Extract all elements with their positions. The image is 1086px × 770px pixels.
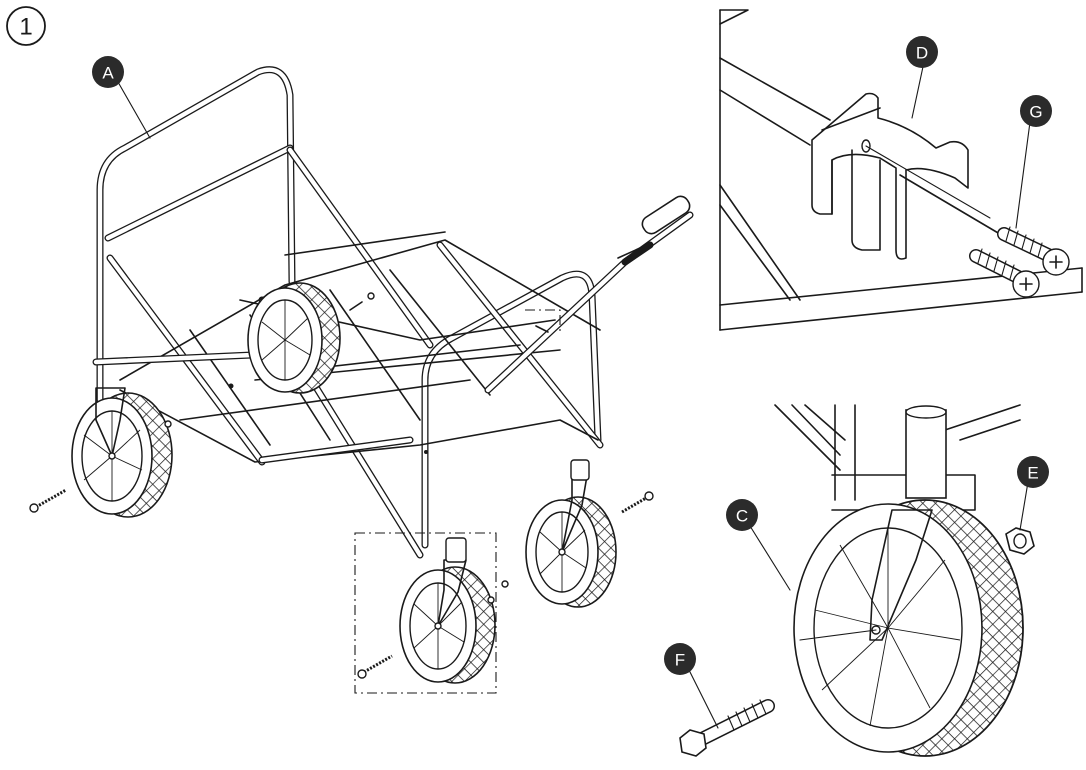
callout-e-label: E (1027, 464, 1038, 483)
callout-a-label: A (102, 64, 114, 83)
leader-lines (117, 61, 1031, 729)
wheel-rear-left (247, 282, 341, 394)
bolt-left (29, 420, 172, 513)
callout-g-label: G (1029, 103, 1042, 122)
detail-wheel (679, 404, 1035, 757)
wheel-front-left (71, 387, 173, 518)
callout-g: G (1020, 95, 1052, 127)
callout-c-label: C (736, 507, 748, 526)
screw-upper (997, 226, 1070, 276)
callout-f-label: F (675, 651, 685, 670)
step-number: 1 (6, 6, 46, 46)
callout-a: A (92, 56, 124, 88)
screw-lower (969, 248, 1040, 298)
nut (1005, 527, 1035, 555)
bolt-right (621, 491, 654, 514)
detail-box (354, 532, 497, 694)
wheel-front-right (399, 537, 496, 684)
wagon-frame (92, 66, 694, 559)
step-number-label: 1 (19, 14, 32, 41)
bolt-front (357, 580, 509, 679)
bolt (679, 699, 775, 757)
wheel-rear-right (525, 459, 617, 608)
callout-d-label: D (916, 44, 928, 63)
callout-d: D (906, 36, 938, 68)
callout-c: C (726, 499, 758, 531)
callout-f: F (664, 643, 696, 675)
callout-e: E (1017, 456, 1049, 488)
detail-clip (719, 9, 1083, 331)
